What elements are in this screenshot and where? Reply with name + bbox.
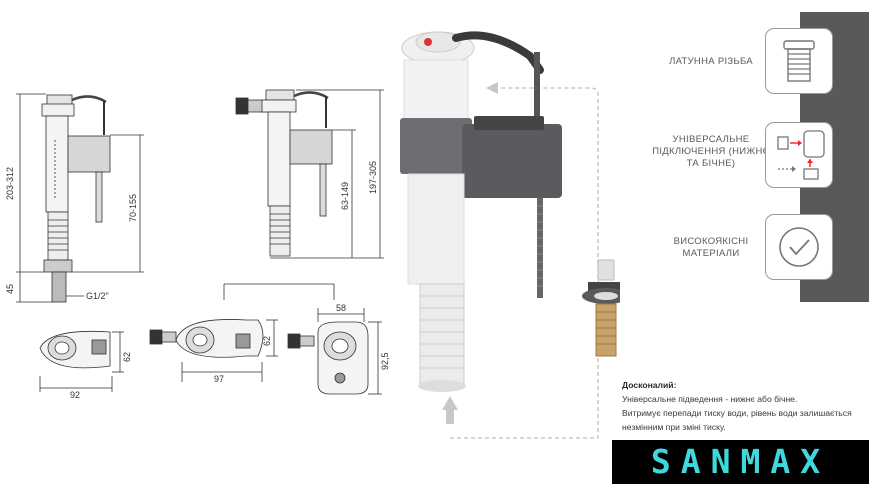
dim-mid-width-bottom: 97 (214, 374, 224, 384)
description-line: Витримує перепади тиску води, рівень вод… (622, 408, 852, 418)
dim-left-width-bottom: 92 (70, 390, 80, 400)
feature-box-connection (765, 122, 833, 188)
feature-label-brass-thread: ЛАТУННА РІЗЬБА (669, 56, 753, 67)
left-valve-drawing (41, 94, 111, 303)
product-illustration (400, 31, 620, 439)
dim-right-height: 92,5 (380, 352, 390, 370)
dim-mid-depth: 62 (262, 336, 272, 346)
feature-label-connection: УНІВЕРСАЛЬНЕ ПІДКЛЮЧЕННЯ (НИЖНЄ ТА БІЧНЕ… (652, 134, 770, 169)
right-bottom-view (287, 321, 369, 395)
dim-mid-height-inner: 63-149 (340, 182, 350, 210)
dim-left-height-inner: 70-155 (128, 194, 138, 222)
check-circle-icon (779, 227, 819, 267)
description-line: незмінним при зміні тиску. (622, 422, 726, 432)
dim-left-height-total: 203-312 (5, 167, 15, 200)
technical-drawings: 203-312 45 70-155 G1/2" 92 62 197-305 63… (5, 89, 390, 400)
dim-left-depth: 62 (122, 352, 132, 362)
dim-mid-height-total: 197-305 (368, 161, 378, 194)
dim-left-thread: G1/2" (86, 291, 109, 301)
connection-icon (777, 130, 825, 180)
brand-logo-text: SANMAX (650, 442, 831, 481)
dim-right-width-top: 58 (336, 303, 346, 313)
description-line: Універсальне підведення - нижнє або бічн… (622, 394, 798, 404)
feature-label-materials: ВИСОКОЯКІСНІ МАТЕРІАЛИ (673, 236, 749, 259)
description-title: Досконалий: (622, 380, 677, 390)
brass-thread-icon (783, 40, 815, 82)
middle-bottom-view (149, 319, 264, 358)
feature-box-materials (765, 214, 833, 280)
left-bottom-view (39, 331, 111, 369)
dim-left-height-base: 45 (5, 284, 15, 294)
brand-logo: SANMAX (612, 440, 869, 484)
description-block: Досконалий: Універсальне підведення - ни… (622, 378, 868, 434)
middle-valve-drawing (235, 89, 333, 257)
feature-box-brass-thread (765, 28, 833, 94)
